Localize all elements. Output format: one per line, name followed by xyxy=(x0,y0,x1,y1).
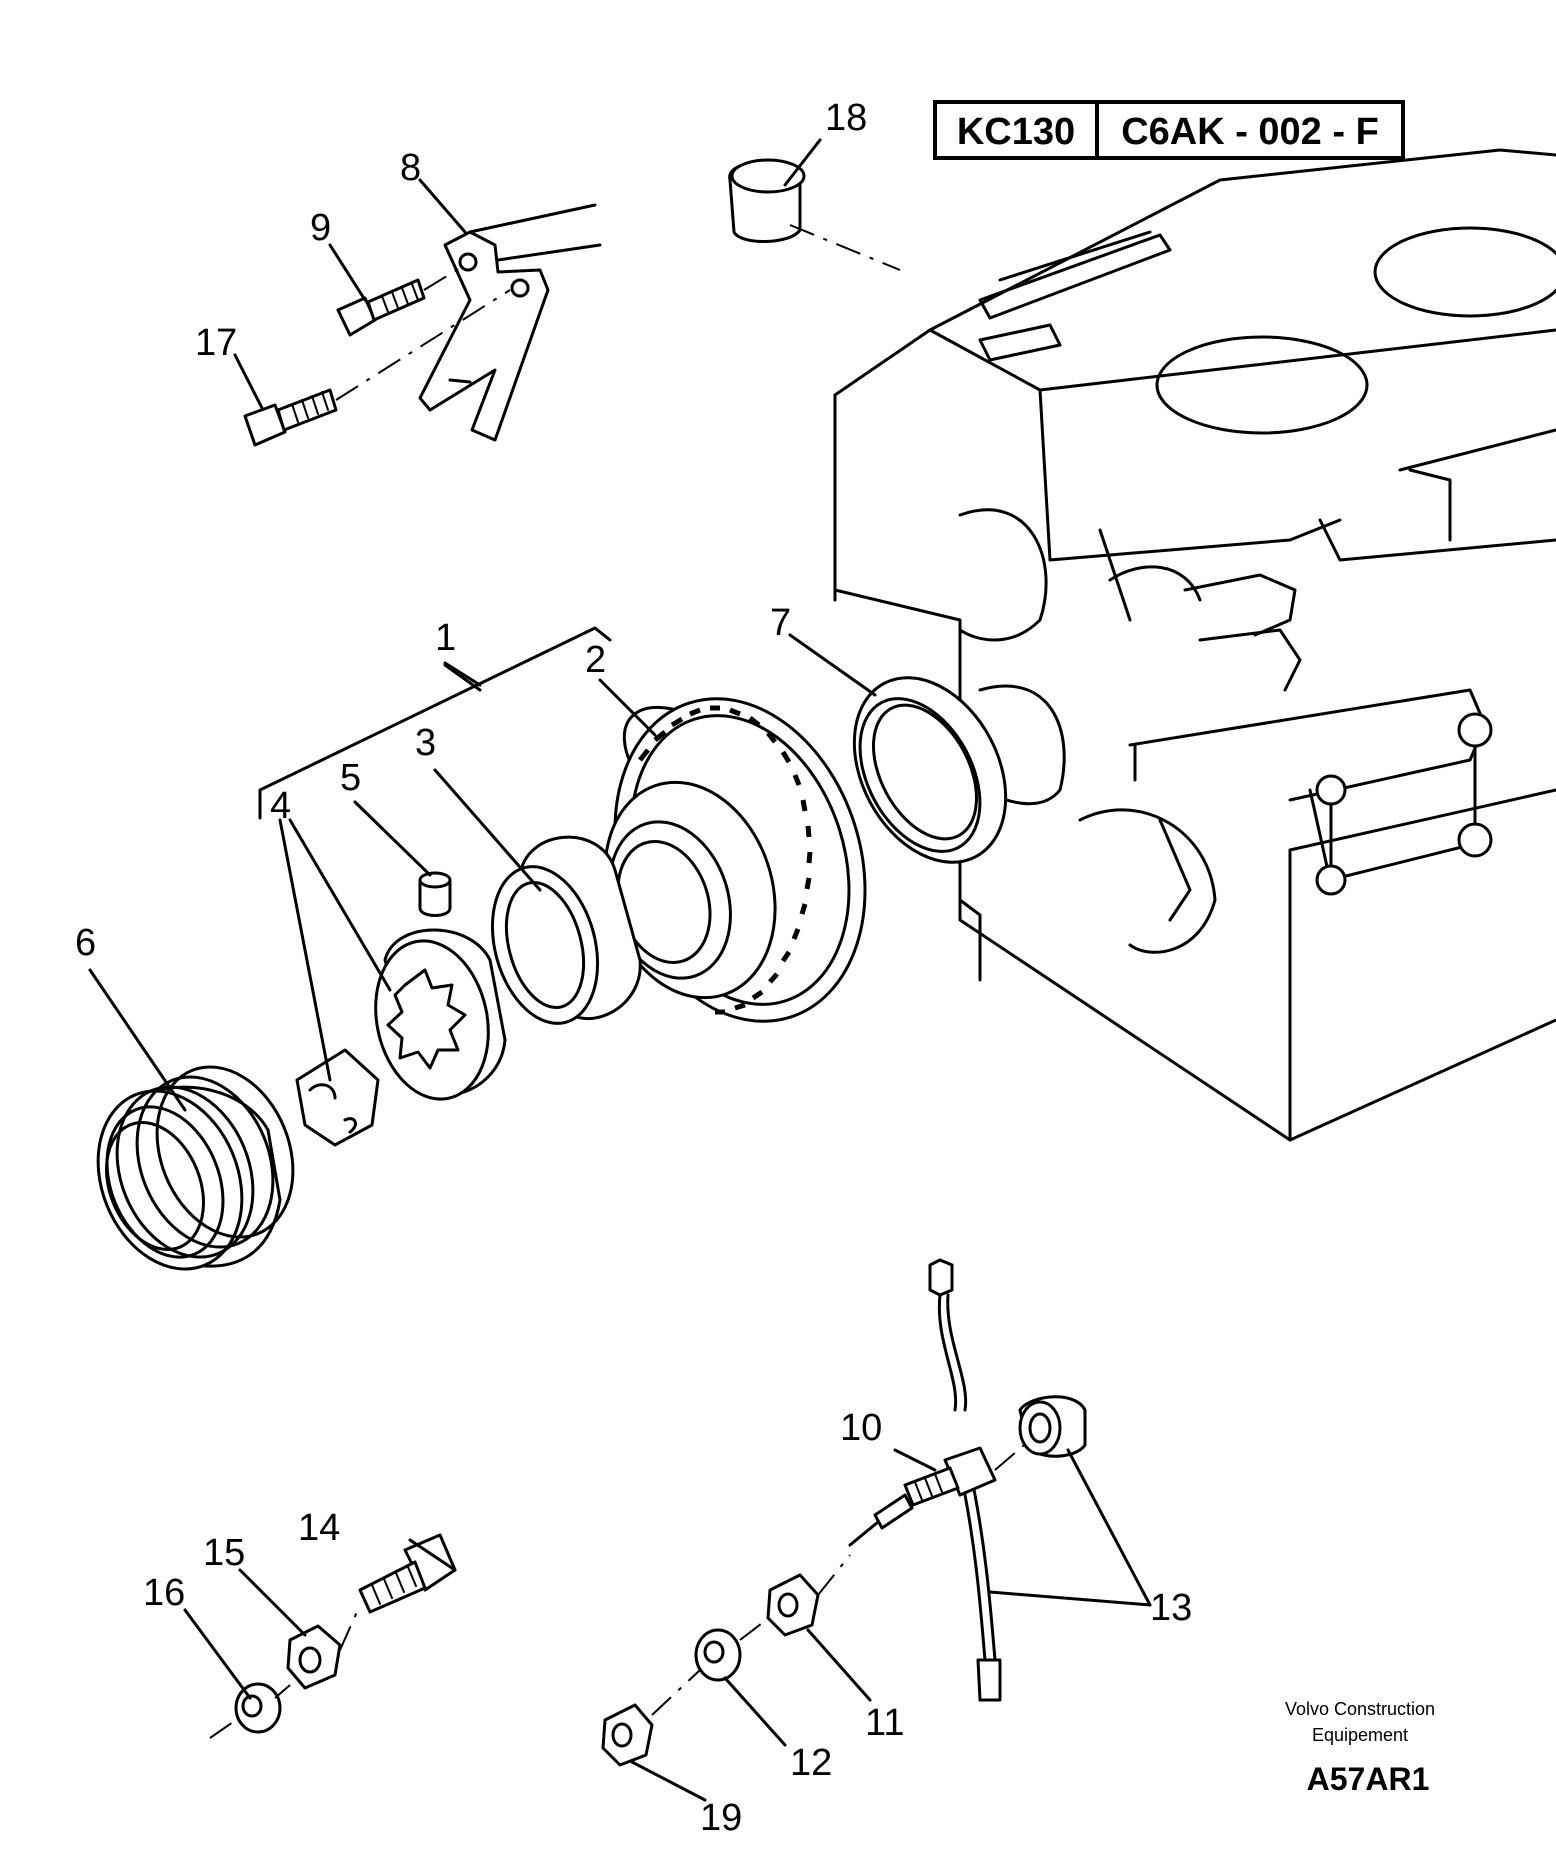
part-19-nut xyxy=(601,1669,701,1767)
part-12-washer xyxy=(694,1619,767,1682)
diagram-code: C6AK - 002 - F xyxy=(1121,111,1379,153)
part-16-washer xyxy=(209,1682,291,1739)
part-8-bracket xyxy=(418,203,602,442)
callout-3: 3 xyxy=(415,722,436,764)
brand-line-1: Volvo Construction xyxy=(1285,1699,1435,1719)
callout-2: 2 xyxy=(585,639,606,681)
callout-19: 19 xyxy=(700,1797,742,1839)
callout-4: 4 xyxy=(270,785,291,827)
part-10-sensor xyxy=(848,1439,1031,1547)
part-3-bushing xyxy=(490,835,642,1025)
callout-5: 5 xyxy=(340,757,361,799)
part-2-gear xyxy=(603,697,867,1023)
brand-line-2: Equipement xyxy=(1312,1725,1408,1745)
callout-18: 18 xyxy=(825,97,867,139)
part-13-harness xyxy=(928,1258,1002,1702)
figure-id: A57AR1 xyxy=(1307,1761,1430,1797)
callout-13: 13 xyxy=(1150,1587,1192,1629)
part-9-bolt xyxy=(336,267,461,337)
engine-block xyxy=(833,148,1556,1142)
group-1-bracket xyxy=(258,626,612,820)
callout-15: 15 xyxy=(203,1532,245,1574)
part-18-cap xyxy=(728,158,901,271)
callouts: 18 8 9 17 1 2 3 5 4 6 7 10 13 14 15 16 1… xyxy=(75,97,1192,1839)
callout-1: 1 xyxy=(435,617,456,659)
callout-10: 10 xyxy=(840,1407,882,1449)
header-box: KC130 C6AK - 002 - F xyxy=(933,100,1405,160)
part-4-key xyxy=(295,1048,380,1147)
part-17-bolt xyxy=(243,289,511,447)
callout-11: 11 xyxy=(865,1702,904,1744)
callout-14: 14 xyxy=(298,1507,340,1549)
footer: Volvo Construction Equipement A57AR1 xyxy=(1285,1699,1435,1797)
part-15-nut xyxy=(286,1604,361,1690)
part-5-pin xyxy=(418,871,452,917)
part-11-nut xyxy=(766,1554,851,1637)
part-13-bushing xyxy=(1018,1395,1087,1458)
part-6-pulley xyxy=(96,1065,295,1271)
leader-lines xyxy=(88,138,1152,1802)
callout-16: 16 xyxy=(143,1572,185,1614)
callout-12: 12 xyxy=(790,1742,832,1784)
model-code: KC130 xyxy=(957,111,1075,153)
callout-7: 7 xyxy=(770,602,791,644)
part-4-hub xyxy=(374,928,507,1101)
callout-17: 17 xyxy=(195,322,237,364)
callout-8: 8 xyxy=(400,147,421,189)
part-7-seal xyxy=(852,676,1008,864)
callout-9: 9 xyxy=(310,207,331,249)
callout-6: 6 xyxy=(75,922,96,964)
part-14-screw xyxy=(358,1533,457,1614)
